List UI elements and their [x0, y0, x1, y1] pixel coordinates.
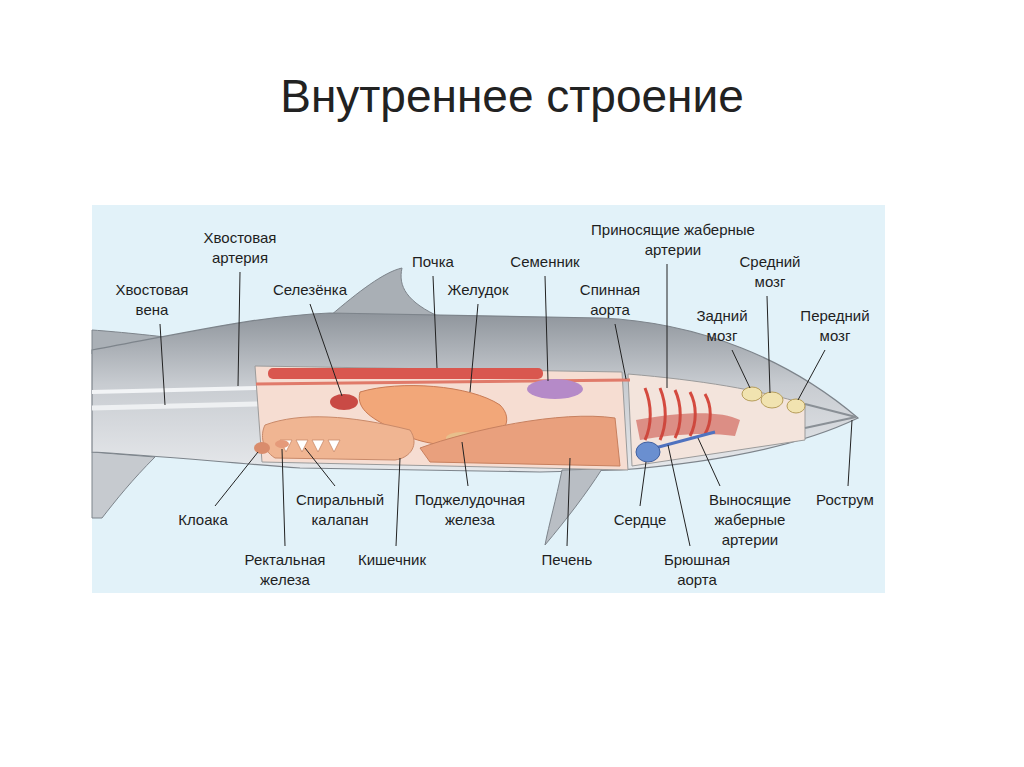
leader-line [282, 449, 285, 546]
leader-line [567, 458, 570, 546]
leader-line [767, 296, 770, 393]
testis [527, 379, 583, 399]
leader-line [668, 445, 690, 546]
part-label: Ректальная железа [238, 550, 333, 590]
liver [420, 416, 620, 466]
leader-line [667, 264, 668, 388]
part-label: Сердце [610, 510, 670, 530]
part-label: Приносящие жаберные артерии [586, 220, 761, 260]
part-label: Хвостовая вена [107, 280, 197, 320]
part-label: Брюшная аорта [660, 550, 735, 590]
part-label: Кишечник [352, 550, 432, 570]
heart [636, 442, 660, 462]
part-label: Поджелудочная железа [413, 490, 528, 530]
caudal-artery [92, 388, 256, 392]
ventral-aorta [655, 432, 715, 448]
tail-lower-lobe [92, 452, 155, 518]
leader-line [615, 324, 626, 379]
leader-line [396, 458, 400, 546]
intestine [262, 417, 414, 460]
part-label: Спиральный калапан [293, 490, 388, 530]
leader-line [732, 350, 750, 388]
leader-line [470, 304, 478, 392]
rectal-gland [275, 440, 289, 448]
hindbrain [742, 387, 762, 401]
caudal-vein [92, 404, 258, 408]
cloaca [254, 442, 270, 454]
part-label: Задний мозг [687, 306, 757, 346]
part-label: Выносящие жаберные артерии [703, 490, 798, 550]
leader-line [462, 442, 468, 486]
panel-ground [92, 205, 885, 593]
leader-line [215, 452, 258, 506]
gill-region [636, 413, 740, 440]
pectoral-fin [545, 469, 602, 545]
part-label: Клоака [168, 510, 238, 530]
part-label: Рострум [810, 490, 880, 510]
leader-line [433, 276, 437, 368]
leader-line [698, 438, 720, 486]
valve-fold [328, 440, 340, 452]
head-cavity [628, 374, 805, 466]
part-label: Передний мозг [795, 306, 875, 346]
part-label: Желудок [438, 280, 518, 300]
leader-line [238, 272, 240, 386]
part-label: Печень [532, 550, 602, 570]
leader-line [798, 350, 825, 400]
forebrain [787, 399, 805, 413]
part-label: Спинная аорта [570, 280, 650, 320]
leader-line [310, 304, 342, 396]
part-label: Хвостовая артерия [190, 228, 290, 268]
spleen [330, 394, 358, 410]
part-label: Средний мозг [730, 252, 810, 292]
slide-title: Внутреннее строение [0, 68, 1024, 124]
rostrum [805, 404, 856, 428]
midbrain [761, 392, 783, 408]
part-label: Селезёнка [265, 280, 355, 300]
spiral-valve [280, 440, 340, 452]
leader-line [640, 462, 646, 506]
leader-line [160, 324, 165, 405]
part-label: Почка [398, 252, 468, 272]
leader-line [545, 276, 548, 381]
valve-fold [312, 440, 324, 452]
leader-line [848, 420, 852, 486]
kidney [268, 368, 543, 379]
brain [742, 387, 805, 413]
part-label: Семенник [505, 252, 585, 272]
leader-line [305, 448, 335, 486]
